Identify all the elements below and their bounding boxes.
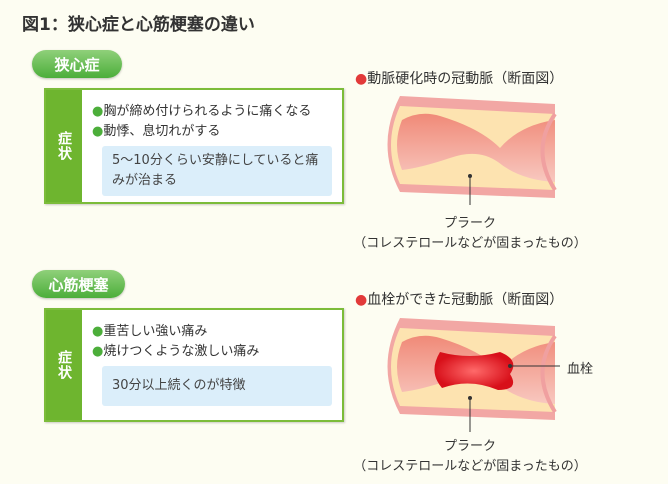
symptom-item: 胸が締め付けられるように痛くなる bbox=[92, 100, 311, 119]
symptom-note: 30分以上続くのが特徴 bbox=[102, 366, 332, 406]
angina-symptoms-box: 症状 胸が締め付けられるように痛くなる 動悸、息切れがする 5〜10分くらい安静… bbox=[44, 88, 344, 204]
plaque-note: （コレステロールなどが固まったもの） bbox=[353, 459, 587, 474]
infarction-label: 心筋梗塞 bbox=[32, 270, 125, 298]
symptom-note: 5〜10分くらい安静にしていると痛みが治まる bbox=[102, 146, 332, 196]
symptom-item: 動悸、息切れがする bbox=[92, 120, 220, 139]
plaque-note: （コレステロールなどが固まったもの） bbox=[353, 236, 587, 251]
angina-label: 狭心症 bbox=[32, 50, 122, 78]
thrombus bbox=[434, 352, 514, 390]
artery-thrombus-illustration bbox=[387, 318, 560, 432]
infarction-symptoms-box: 症状 重苦しい強い痛み 焼けつくような激しい痛み 30分以上続くのが特徴 bbox=[44, 308, 344, 422]
figure-title: 図1：狭心症と心筋梗塞の違い bbox=[22, 15, 255, 35]
symptoms-label: 症状 bbox=[46, 90, 82, 202]
symptoms-label: 症状 bbox=[46, 310, 82, 420]
symptom-item: 焼けつくような激しい痛み bbox=[92, 340, 259, 359]
symptom-item: 重苦しい強い痛み bbox=[92, 320, 207, 339]
diagram2-title: ●血栓ができた冠動脈（断面図） bbox=[355, 292, 564, 308]
artery-sclerosis-illustration bbox=[387, 96, 557, 205]
diagram1-title: ●動脈硬化時の冠動脈（断面図） bbox=[355, 71, 564, 87]
plaque-label: プラーク bbox=[443, 216, 496, 231]
thrombus-label: 血栓 bbox=[567, 362, 594, 377]
plaque-label: プラーク bbox=[443, 439, 496, 454]
